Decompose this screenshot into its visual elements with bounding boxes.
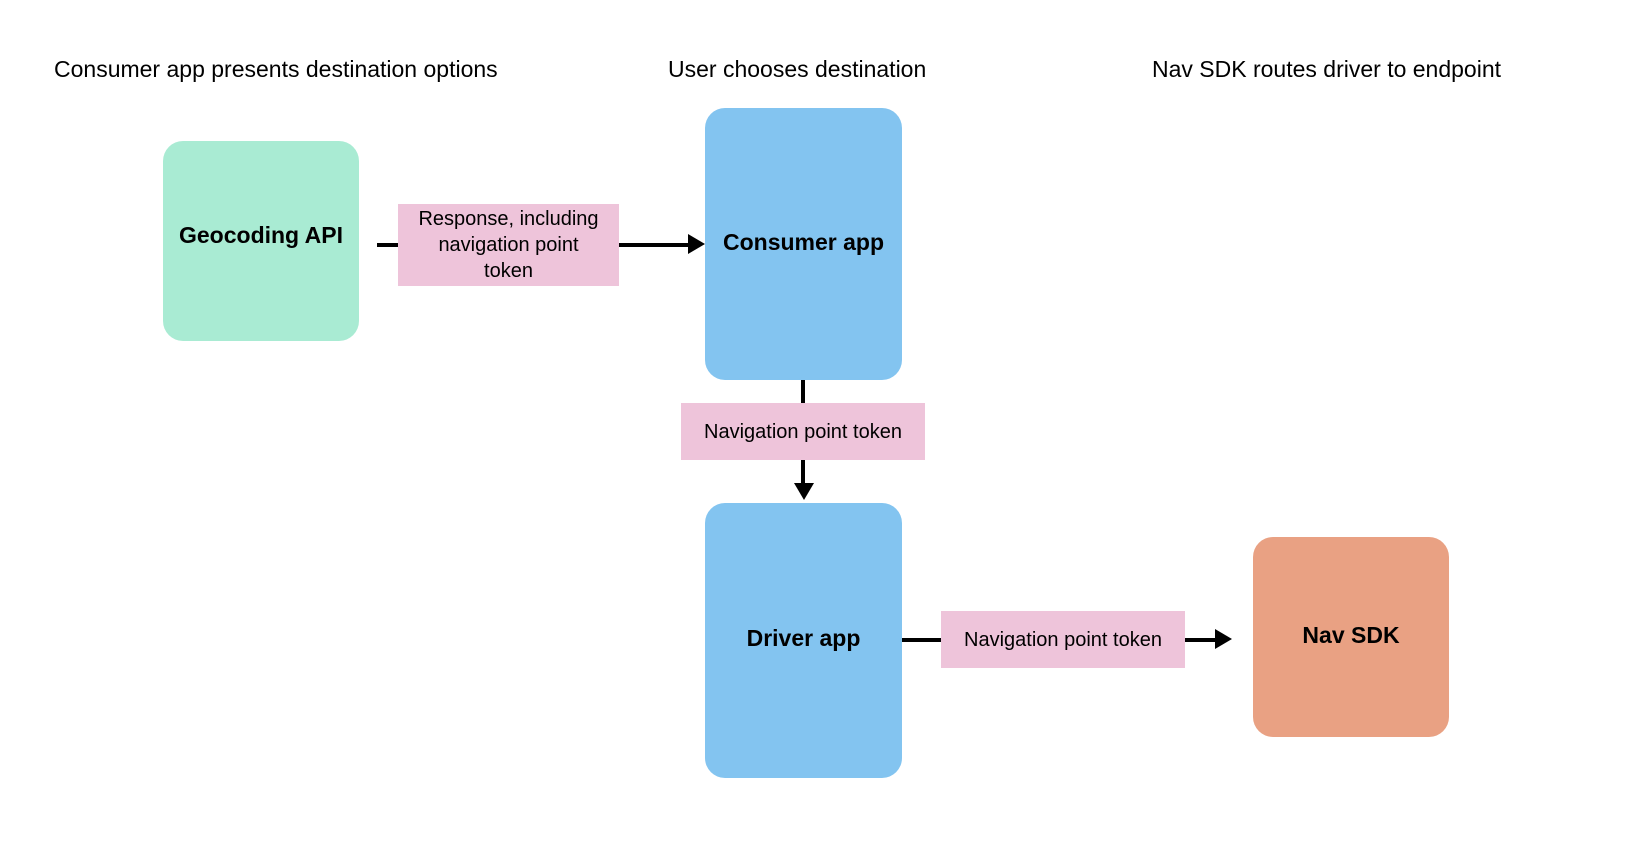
node-consumer-app[interactable]: Consumer app bbox=[705, 108, 902, 380]
connector-driver-to-navsdk-arrowhead-icon bbox=[1215, 629, 1232, 649]
edge-label-navigation-point-token-bottom: Navigation point token bbox=[941, 611, 1185, 668]
edge-label-navigation-point-token-bottom-text: Navigation point token bbox=[964, 628, 1162, 651]
node-driver-app[interactable]: Driver app bbox=[705, 503, 902, 778]
connector-geocoding-to-consumer-arrowhead-icon bbox=[688, 234, 705, 254]
edge-label-navigation-point-token-middle: Navigation point token bbox=[681, 403, 925, 460]
node-driver-app-label: Driver app bbox=[746, 625, 861, 651]
edge-label-navigation-point-token-middle-text: Navigation point token bbox=[704, 420, 902, 443]
node-nav-sdk-label: Nav SDK bbox=[1302, 621, 1400, 648]
column-header-nav-sdk: Nav SDK routes driver to endpoint bbox=[1152, 56, 1502, 82]
edge-label-response-including-navigation-point-token: Response, including navigation point tok… bbox=[398, 204, 619, 286]
node-geocoding-api[interactable]: Geocoding API bbox=[163, 141, 359, 341]
connector-consumer-to-driver-arrowhead-icon bbox=[794, 483, 814, 500]
node-consumer-app-label: Consumer app bbox=[722, 228, 885, 255]
column-header-user-chooses: User chooses destination bbox=[668, 56, 927, 82]
node-nav-sdk[interactable]: Nav SDK bbox=[1253, 537, 1449, 737]
edge-label-response-text: Response, including navigation point tok… bbox=[418, 208, 599, 282]
column-header-consumer-app: Consumer app presents destination option… bbox=[54, 56, 498, 82]
node-geocoding-api-label: Geocoding API bbox=[179, 221, 343, 248]
